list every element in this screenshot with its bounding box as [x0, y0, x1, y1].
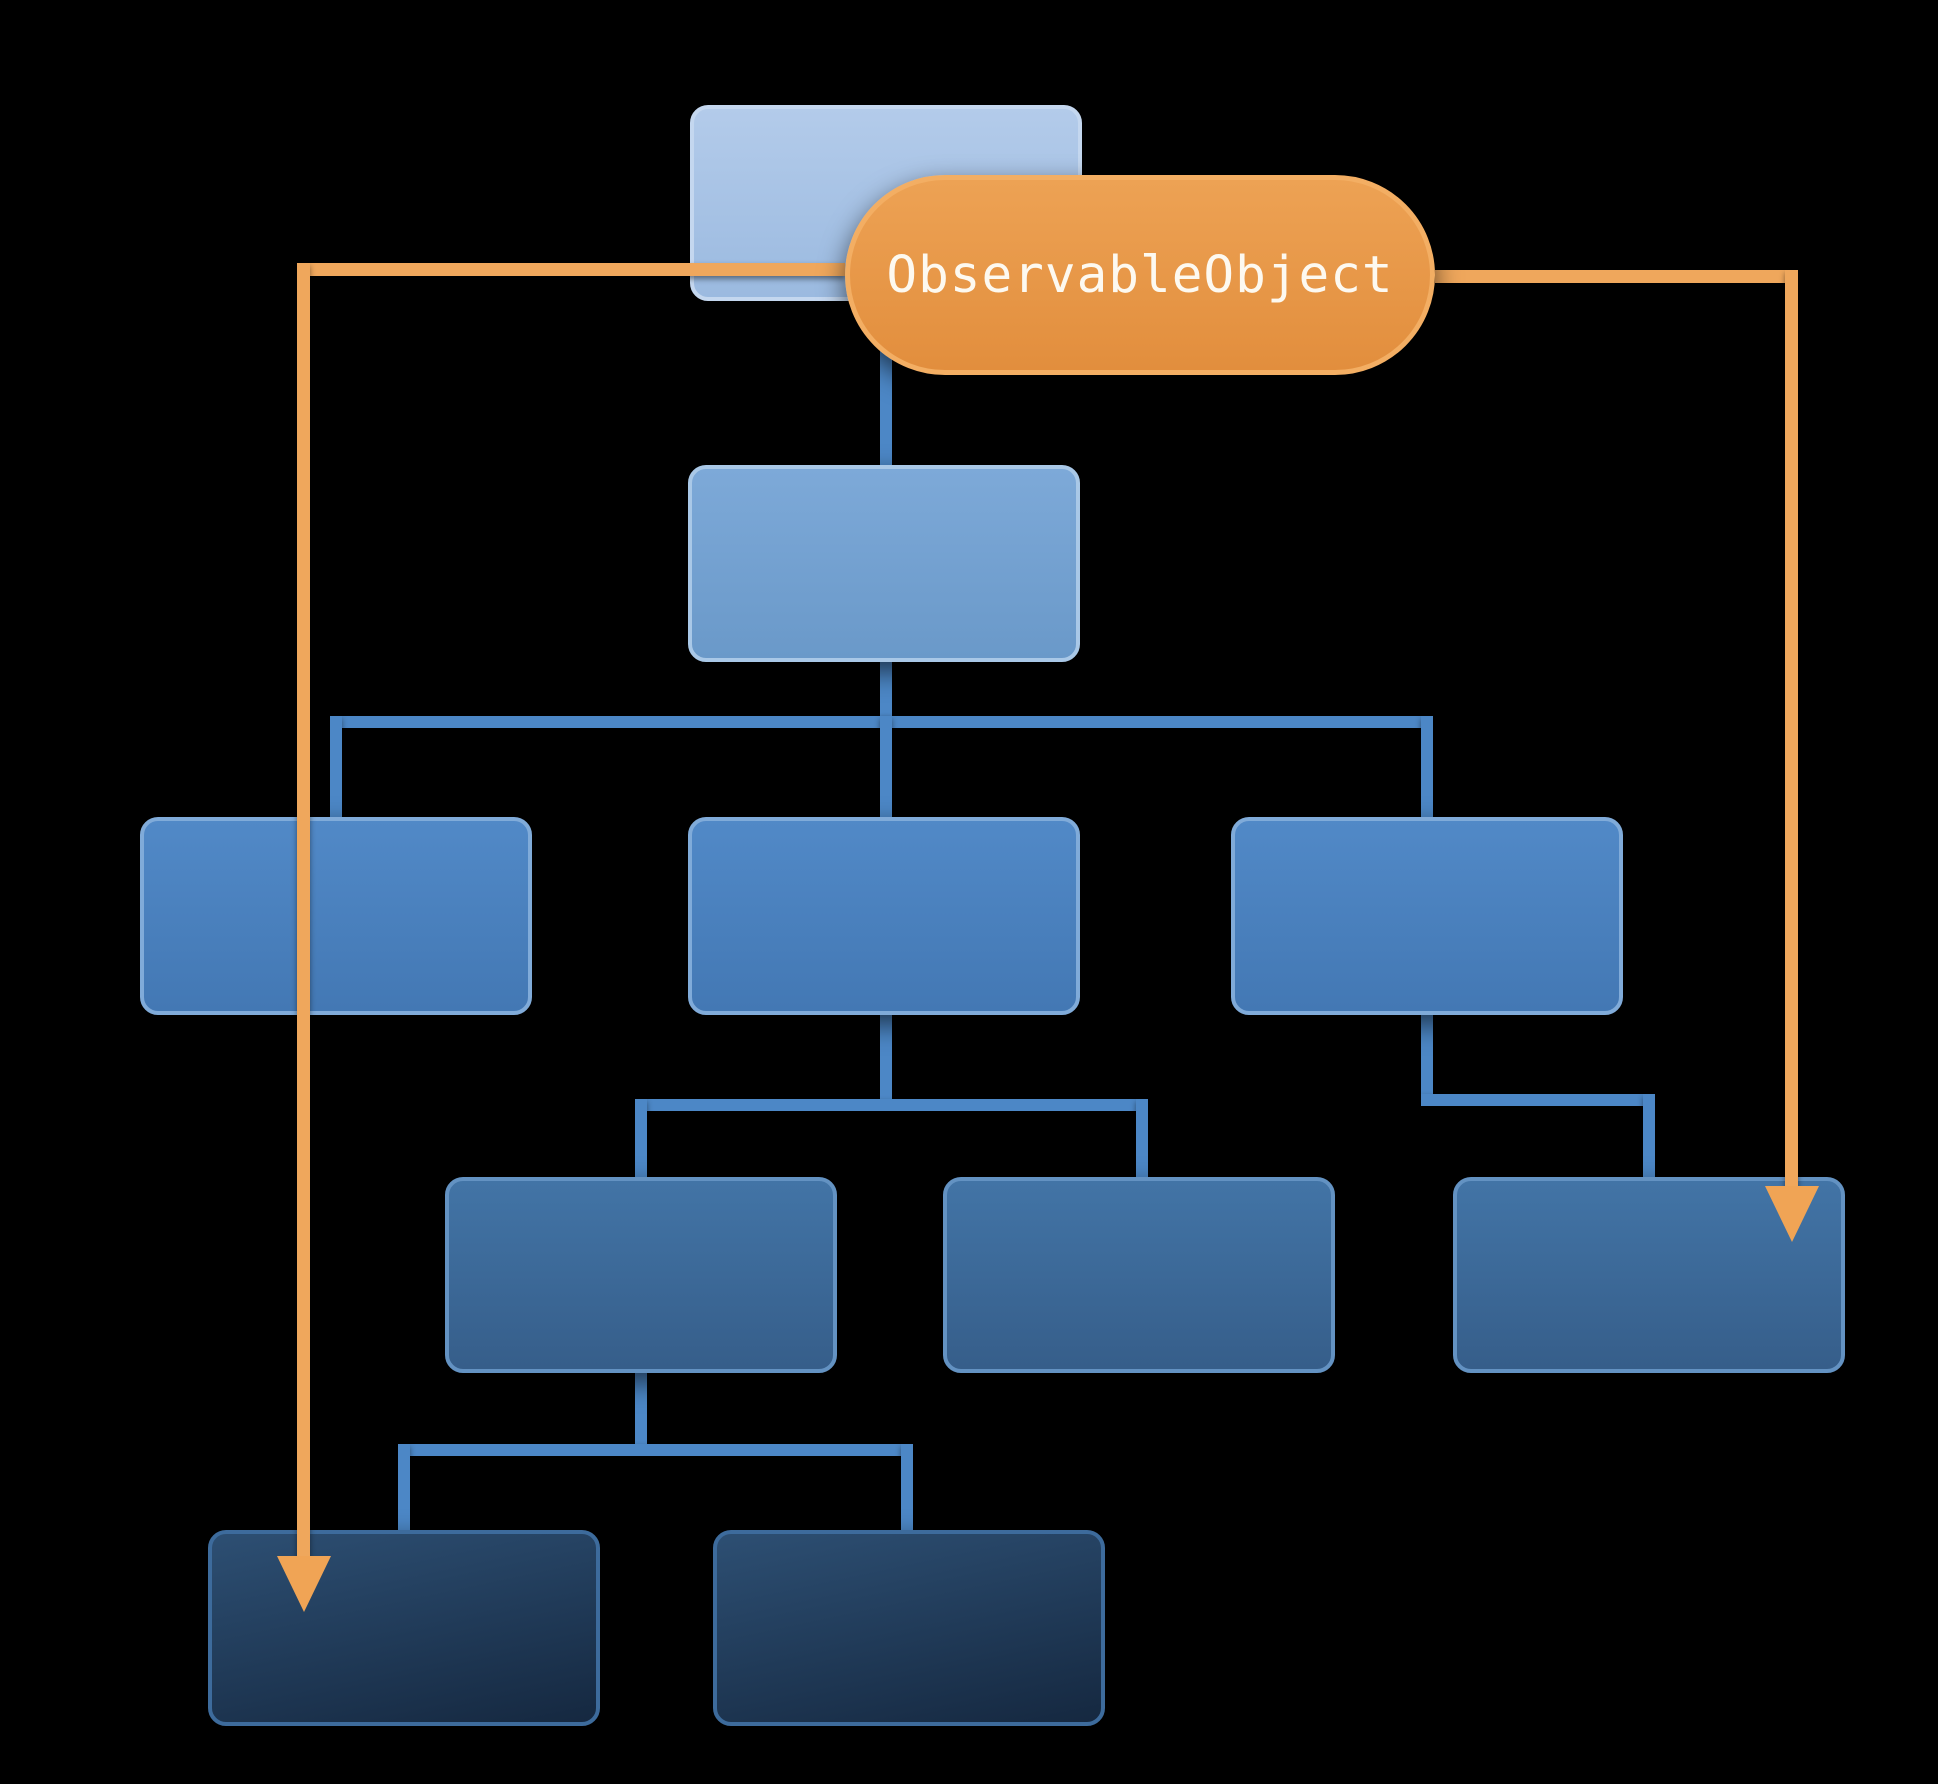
- connector-level4-rail: [635, 1099, 1148, 1111]
- connector-leaf-a-down: [635, 1371, 647, 1456]
- connector-branch-middle-down: [880, 1013, 892, 1111]
- connector-drop-branch-left: [330, 716, 342, 821]
- connector-drop-leaf-c: [1643, 1094, 1655, 1183]
- connector-drop-leaf-b: [1136, 1099, 1148, 1183]
- observable-object-label: ObservableObject: [886, 245, 1394, 305]
- node-child: [688, 465, 1080, 662]
- orange-line-left-vertical: [297, 263, 310, 1558]
- node-branch-right: [1231, 817, 1623, 1015]
- node-bottom-left: [208, 1530, 600, 1726]
- observable-object-pill: ObservableObject: [845, 175, 1435, 375]
- orange-line-right-vertical: [1785, 270, 1798, 1190]
- connector-drop-leaf-a: [635, 1099, 647, 1183]
- connector-drop-bottom-right: [901, 1444, 913, 1536]
- connector-right-rail: [1421, 1094, 1655, 1106]
- connector-level5-rail: [398, 1444, 913, 1456]
- node-leaf-a: [445, 1177, 837, 1373]
- connector-drop-bottom-left: [398, 1444, 410, 1536]
- node-leaf-b: [943, 1177, 1335, 1373]
- orange-line-left-horizontal: [304, 263, 845, 276]
- connector-drop-branch-middle: [880, 716, 892, 821]
- connector-branch-right-down: [1421, 1013, 1433, 1106]
- orange-line-right-horizontal: [1435, 270, 1798, 283]
- connector-drop-branch-right: [1421, 716, 1433, 821]
- node-branch-middle: [688, 817, 1080, 1015]
- node-branch-left: [140, 817, 532, 1015]
- connector-child-down: [880, 660, 892, 728]
- node-bottom-right: [713, 1530, 1105, 1726]
